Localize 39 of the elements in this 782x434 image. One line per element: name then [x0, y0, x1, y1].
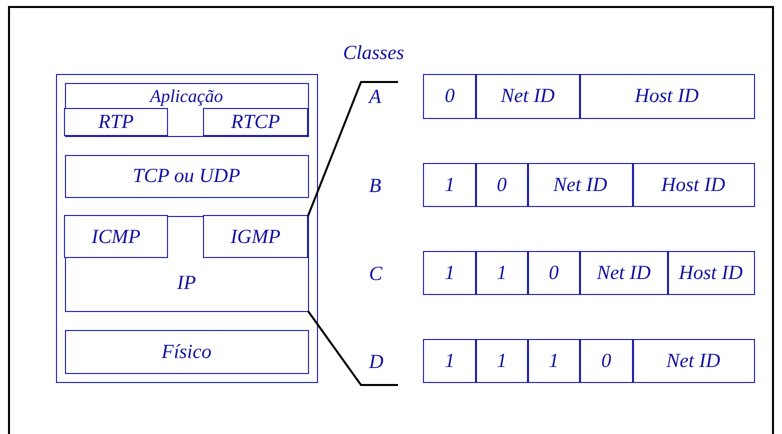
address-field-cell: 1	[475, 251, 528, 295]
protocol-box	[203, 108, 308, 136]
address-field-cell: Net ID	[527, 163, 634, 207]
protocol-box	[64, 108, 168, 136]
layer-box	[64, 154, 308, 198]
protocol-box	[64, 215, 168, 258]
layer-label: TCP ou UDP	[132, 166, 240, 186]
layer-label: RTP	[98, 112, 134, 132]
address-field-cell: 0	[423, 74, 476, 119]
address-field-cell: 1	[423, 251, 476, 295]
layer-label: IP	[177, 272, 196, 292]
layer-box	[64, 82, 308, 136]
address-field-cell: 1	[527, 339, 580, 383]
class-letter: A	[369, 87, 382, 107]
address-field-cell: 0	[475, 163, 528, 207]
address-field-cell: 0	[579, 339, 634, 383]
layer-label: ICMP	[92, 226, 140, 246]
address-field-cell: Host ID	[579, 74, 754, 119]
address-field-cell: Host ID	[632, 163, 754, 207]
layer-label: RTCP	[231, 112, 280, 132]
layer-box	[64, 216, 308, 312]
class-letter: B	[369, 176, 382, 196]
layer-label: Aplicação	[150, 86, 223, 104]
class-letter: D	[369, 352, 384, 372]
layer-label: Físico	[162, 342, 212, 362]
address-field-cell: Net ID	[579, 251, 668, 295]
address-field-cell: 1	[423, 339, 476, 383]
protocol-stack-box	[56, 74, 318, 383]
protocol-box	[203, 215, 308, 258]
address-field-cell: 1	[423, 163, 476, 207]
class-letter: C	[369, 264, 382, 284]
address-field-cell: Host ID	[667, 251, 754, 295]
heading-label: Classes	[343, 43, 404, 63]
layer-box	[64, 330, 308, 374]
address-field-cell: 1	[475, 339, 528, 383]
address-field-cell: 0	[527, 251, 580, 295]
address-field-cell: Net ID	[475, 74, 580, 119]
layer-label: IGMP	[230, 226, 280, 246]
address-field-cell: Net ID	[632, 339, 754, 383]
